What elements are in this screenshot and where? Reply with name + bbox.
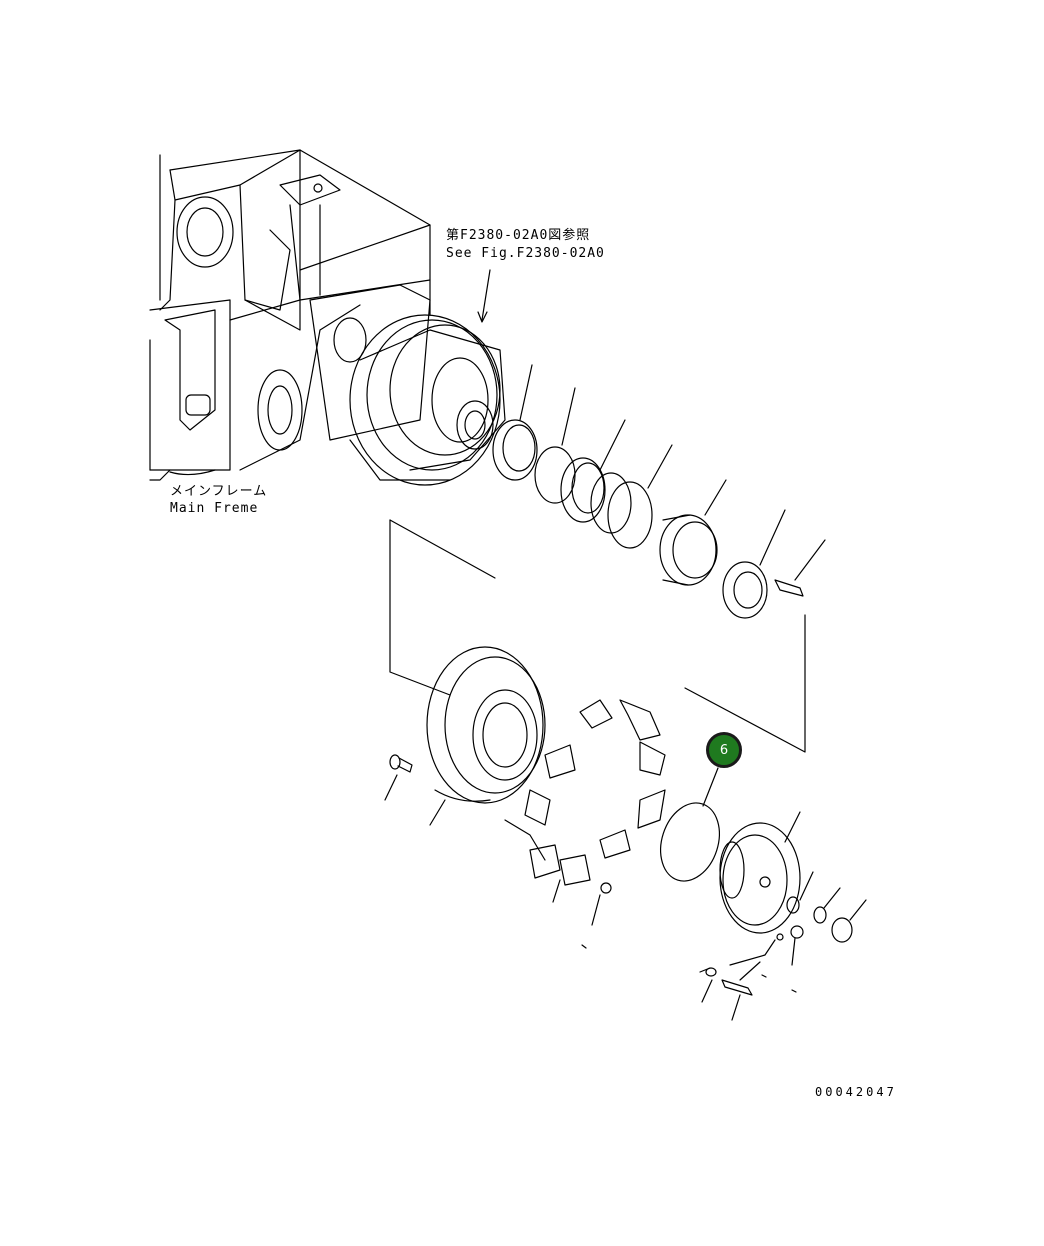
ring-leaders	[519, 364, 826, 581]
callout-6-button[interactable]: 6	[706, 732, 742, 768]
sprocket-segments	[504, 699, 666, 886]
reference-note-jp: 第F2380-02A0図参照	[446, 228, 591, 243]
segment-leaders	[552, 879, 612, 926]
main-frame-label-en: Main Freme	[170, 501, 259, 516]
o-ring-leader	[702, 767, 719, 807]
final-drive-hub	[349, 314, 506, 486]
drawing-number: 00042047	[815, 1085, 897, 1099]
main-frame-label-jp: メインフレーム	[170, 484, 268, 499]
assembly-bracket	[389, 519, 806, 753]
reference-leader	[481, 269, 491, 321]
main-frame-drawing	[149, 149, 431, 481]
main-frame-leader	[169, 469, 216, 476]
hardware-parts	[581, 871, 867, 1021]
hub-bolt	[384, 754, 446, 826]
cover-plate	[719, 811, 801, 934]
reference-note-en: See Fig.F2380-02A0	[446, 246, 605, 261]
seal-rings	[492, 419, 804, 619]
sprocket-hub	[426, 646, 546, 804]
reference-arrowhead	[477, 311, 488, 323]
callout-number: 6	[719, 742, 729, 758]
o-ring	[660, 802, 720, 882]
